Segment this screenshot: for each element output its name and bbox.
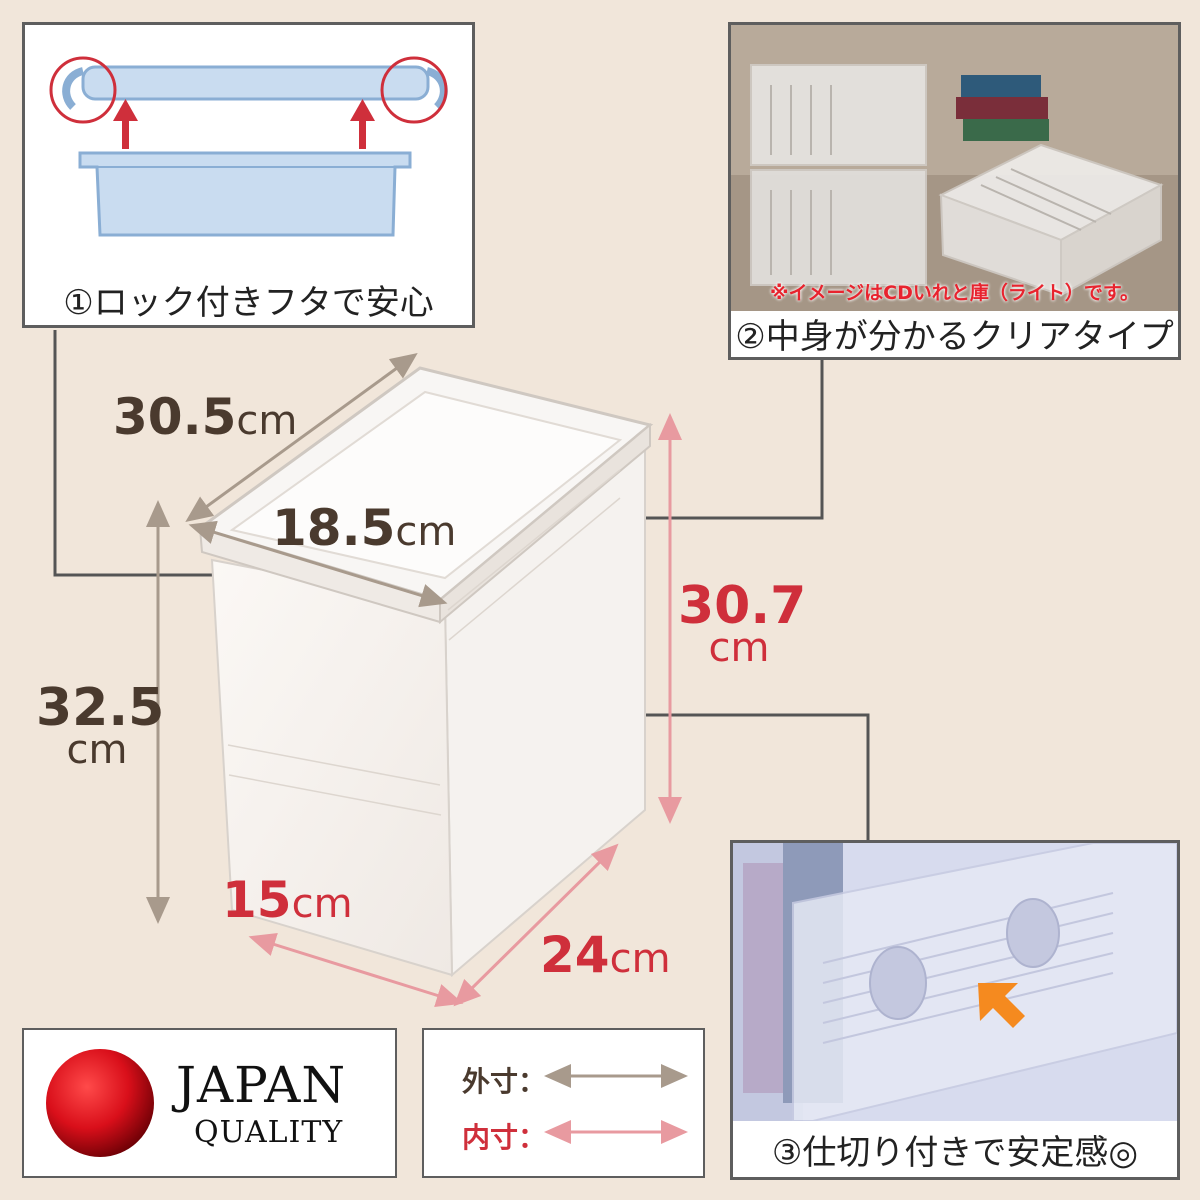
japan-quality-badge: JAPAN QUALITY [22, 1028, 397, 1178]
feature-lock-caption: ①ロック付きフタで安心 [63, 283, 434, 323]
inner-depth-label: 24cm [540, 926, 671, 984]
inner-depth-arrow [453, 843, 619, 1007]
outer-width-arrow [188, 520, 448, 608]
clear-box-photo [731, 25, 1178, 311]
feature-lock-panel: ①ロック付きフタで安心 [22, 22, 475, 328]
outer-dimension-arrows [146, 352, 448, 924]
outer-width-label: 18.5cm [272, 499, 457, 557]
badge-line1: JAPAN [176, 1056, 347, 1114]
legend-arrows [544, 1064, 688, 1144]
red-sphere-icon [46, 1049, 154, 1157]
feature-divider-panel: ③仕切り付きで安定感◎ [730, 840, 1180, 1180]
inner-dimension-arrows [248, 413, 682, 1007]
legend-outer-label: 外寸： [462, 1065, 547, 1098]
feature-clear-panel: ※イメージはCDいれと庫（ライト）です。 ②中身が分かるクリアタイプ [728, 22, 1181, 360]
lock-lid-illustration [49, 56, 448, 237]
image-note: ※イメージはCDいれと庫（ライト）です。 [770, 282, 1139, 304]
outer-depth-label: 30.5cm [113, 388, 298, 446]
divider-pointer-arrow [978, 983, 1025, 1028]
feature-clear-caption: ②中身が分かるクリアタイプ [735, 317, 1174, 357]
lock-highlight-right [380, 56, 448, 124]
outer-depth-arrow [185, 352, 418, 523]
legend-inner-label: 内寸： [462, 1121, 547, 1154]
badge-line2: QUALITY [194, 1115, 344, 1150]
feature-divider-caption: ③仕切り付きで安定感◎ [771, 1133, 1139, 1173]
divider-photo [733, 843, 1177, 1121]
dimension-legend: 外寸： 内寸： [422, 1028, 705, 1178]
lift-arrows [113, 99, 375, 149]
inner-width-arrow [248, 933, 464, 1007]
lock-highlight-left [49, 56, 117, 124]
inner-width-label: 15cm [222, 871, 353, 929]
